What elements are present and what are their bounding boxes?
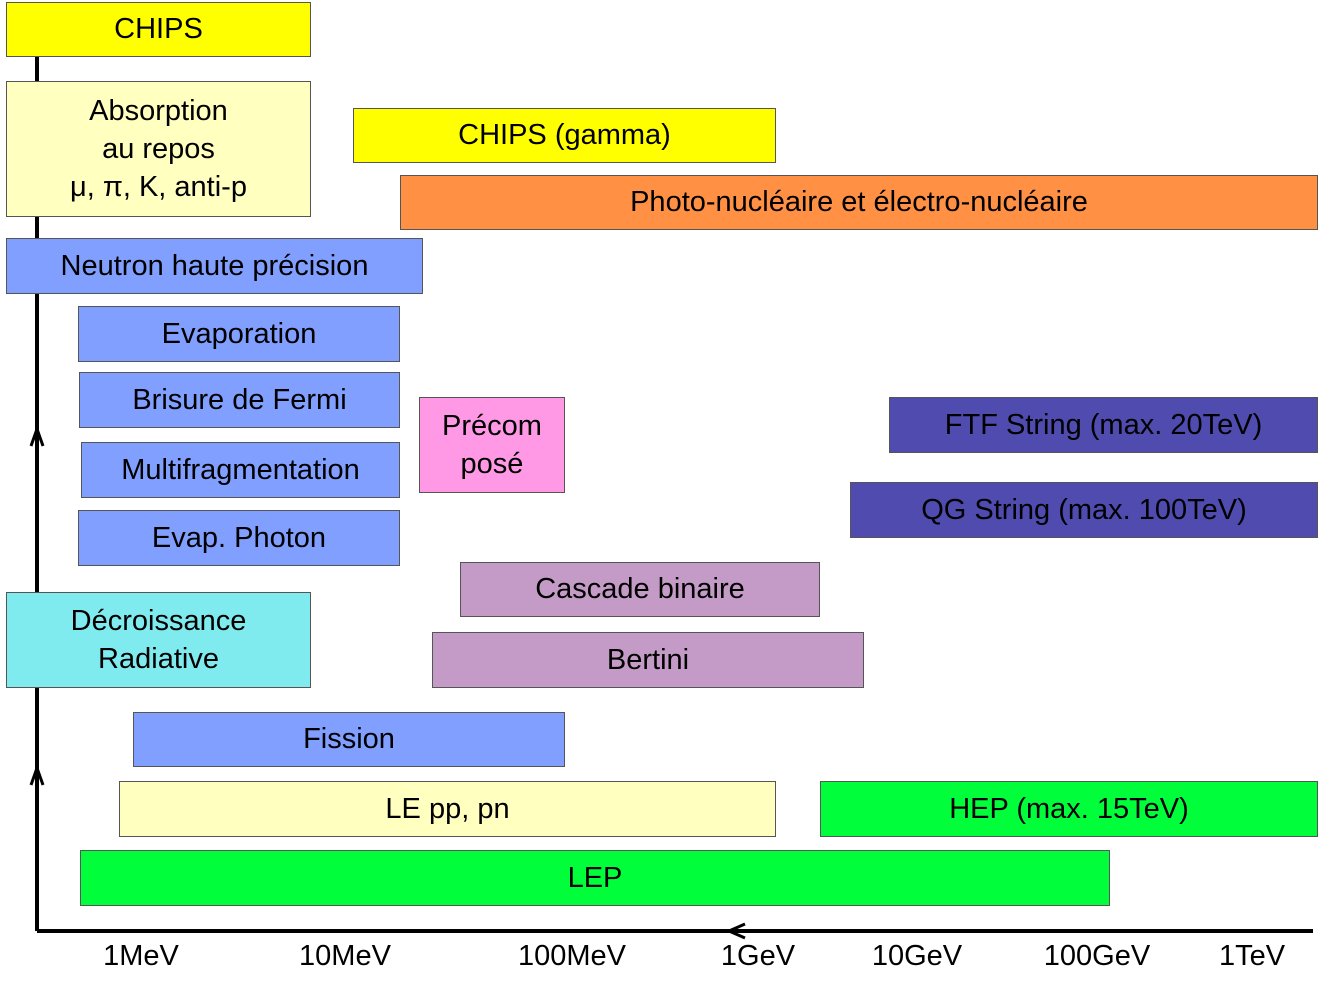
axis-tick-100mev: 100MeV <box>517 940 627 972</box>
box-chips-gamma: CHIPS (gamma) <box>353 108 776 163</box>
up-arrow-icon <box>29 424 45 447</box>
box-chips: CHIPS <box>6 2 311 57</box>
box-photo-nuclear: Photo-nucléaire et électro-nucléaire <box>400 175 1318 230</box>
box-qg-string: QG String (max. 100TeV) <box>850 482 1318 538</box>
box-binary-cascade: Cascade binaire <box>460 562 820 617</box>
left-arrow-icon <box>725 922 746 940</box>
box-fermi-breakup: Brisure de Fermi <box>79 372 400 428</box>
box-evap-photon: Evap. Photon <box>78 510 400 566</box>
box-le-pp-pn: LE pp, pn <box>119 781 776 837</box>
box-fission: Fission <box>133 712 565 767</box>
box-absorption: Absorption au repos μ, π, K, anti-p <box>6 81 311 217</box>
box-lep: LEP <box>80 850 1110 906</box>
axis-tick-100gev: 100GeV <box>1043 940 1151 972</box>
axis-tick-1tev: 1TeV <box>1218 940 1286 972</box>
axis-tick-1gev: 1GeV <box>720 940 796 972</box>
box-multifragmentation: Multifragmentation <box>81 442 400 498</box>
up-arrow-icon <box>29 763 45 786</box>
axis-tick-1mev: 1MeV <box>103 940 179 972</box>
box-neutron-hp: Neutron haute précision <box>6 238 423 294</box>
axis-tick-10gev: 10GeV <box>871 940 963 972</box>
axis-tick-10mev: 10MeV <box>299 940 391 972</box>
box-evaporation: Evaporation <box>78 306 400 362</box>
box-bertini: Bertini <box>432 632 864 688</box>
box-precompound: Précom posé <box>419 397 565 493</box>
box-radiative-decay: Décroissance Radiative <box>6 592 311 688</box>
box-hep: HEP (max. 15TeV) <box>820 781 1318 837</box>
box-ftf-string: FTF String (max. 20TeV) <box>889 397 1318 453</box>
